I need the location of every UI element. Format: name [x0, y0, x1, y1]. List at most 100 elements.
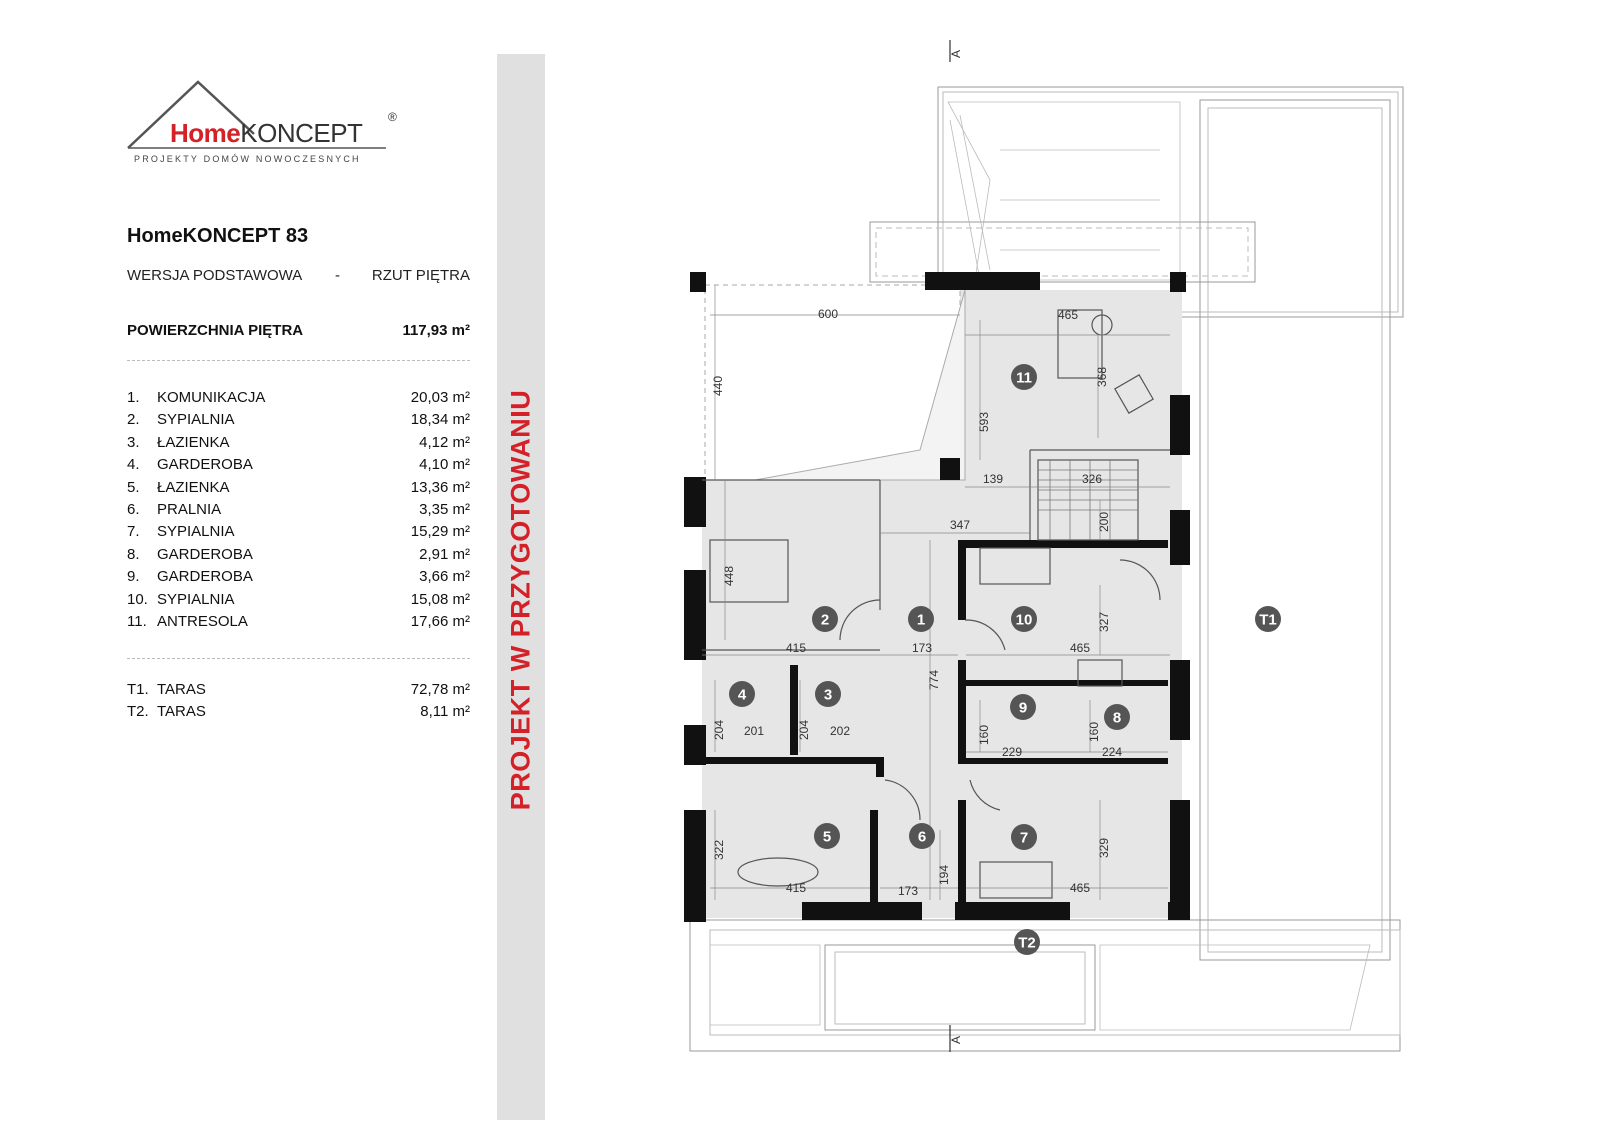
dimension-label: 160	[977, 725, 991, 745]
dimension-label: 368	[1095, 367, 1109, 387]
logo-wordmark: HomeKONCEPT	[170, 118, 363, 148]
dimension-label: 204	[712, 720, 726, 740]
room-badge-circle	[1011, 824, 1037, 850]
dimension-label: 774	[927, 670, 941, 690]
room-row: 3. ŁAZIENKA 4,12 m²	[127, 434, 470, 456]
room-area: 13,36 m²	[410, 478, 470, 496]
view-label: RZUT PIĘTRA	[371, 267, 470, 284]
room-num: 6.	[127, 500, 140, 518]
room-badge-circle	[1010, 694, 1036, 720]
room-num: 5.	[127, 478, 140, 496]
room-row: 8. GARDEROBA 2,91 m²	[127, 546, 470, 568]
terrace-row: T2. TARAS 8,11 m²	[127, 703, 470, 725]
room-name: KOMUNIKACJA	[157, 389, 266, 406]
room-row: 11. ANTRESOLA 17,66 m²	[127, 613, 470, 635]
room-badge-circle	[909, 823, 935, 849]
version-label: WERSJA PODSTAWOWA	[127, 267, 303, 284]
dimension-label: 600	[818, 307, 838, 321]
room-num: 8.	[127, 545, 140, 563]
room-name: ANTRESOLA	[157, 612, 248, 630]
room-num: 1.	[127, 389, 140, 406]
room-area: 4,12 m²	[419, 433, 470, 451]
room-name: PRALNIA	[157, 500, 222, 518]
floor-area-label: POWIERZCHNIA PIĘTRA	[127, 322, 304, 339]
dimension-label: 202	[830, 724, 850, 738]
room-badge-label: 2	[821, 612, 829, 629]
terrace-area: 72,78 m²	[410, 681, 470, 698]
dimension-label: 448	[722, 566, 736, 586]
section-mark-bottom: A	[949, 1036, 963, 1044]
divider	[127, 658, 470, 659]
room-name: ŁAZIENKA	[157, 478, 230, 496]
dimension-label: 465	[1058, 308, 1078, 322]
dimension-label: 200	[1097, 512, 1111, 532]
room-badge-label: T2	[1018, 935, 1036, 952]
room-badge-label: 5	[823, 829, 831, 846]
dimension-label: 229	[1002, 745, 1022, 759]
room-badge-circle	[814, 823, 840, 849]
room-num: 3.	[127, 433, 140, 451]
room-area: 3,35 m²	[419, 500, 470, 518]
room-row: 9. GARDEROBA 3,66 m²	[127, 568, 470, 590]
dimension-label: 160	[1087, 722, 1101, 742]
room-badge-label: 8	[1113, 710, 1121, 727]
room-area: 17,66 m²	[410, 612, 470, 630]
floor-plan: A A 600 440 465 368 593 139 326 347 200 …	[684, 40, 1404, 1052]
dimension-label: 347	[950, 518, 970, 532]
room-name: GARDEROBA	[157, 568, 253, 586]
dimension-label: 173	[912, 641, 932, 655]
room-area: 15,08 m²	[410, 590, 470, 608]
terrace-area: 8,11 m²	[420, 703, 470, 721]
room-area: 3,66 m²	[419, 568, 470, 586]
room-row: 7. SYPIALNIA 15,29 m²	[127, 523, 470, 545]
room-badge-label: 11	[1016, 370, 1032, 387]
room-badge-label: 6	[918, 829, 926, 846]
dimension-label: 415	[786, 641, 806, 655]
room-row: 6. PRALNIA 3,35 m²	[127, 501, 470, 523]
dimension-label: 327	[1097, 612, 1111, 632]
floor-area-value: 117,93 m²	[402, 322, 470, 339]
terrace-num: T1.	[127, 681, 149, 698]
room-badge-label: 7	[1020, 830, 1028, 847]
room-badge-circle	[908, 606, 934, 632]
dimension-labels: 600 440 465 368 593 139 326 347 200 448 …	[711, 307, 1122, 898]
dimension-label: 326	[1082, 472, 1102, 486]
room-num: 4.	[127, 456, 140, 474]
room-name: SYPIALNIA	[157, 411, 235, 429]
dimension-label: 194	[937, 865, 951, 885]
room-num: 11.	[127, 612, 147, 630]
dimension-label: 465	[1070, 881, 1090, 895]
dimension-label: 204	[797, 720, 811, 740]
house-roof-icon	[127, 80, 386, 149]
room-area: 2,91 m²	[419, 545, 470, 563]
project-title: HomeKONCEPT 83	[127, 225, 309, 247]
room-badge-circle	[1011, 606, 1037, 632]
dimension-label: 465	[1070, 641, 1090, 655]
room-badge-circle	[1104, 704, 1130, 730]
terrace-name: TARAS	[157, 703, 206, 721]
room-area: 15,29 m²	[410, 523, 470, 541]
room-name: ŁAZIENKA	[157, 433, 230, 451]
room-name: GARDEROBA	[157, 545, 253, 563]
status-banner-text: PROJEKT W PRZYGOTOWANIU	[505, 389, 536, 811]
divider	[127, 360, 470, 361]
room-badge-label: T1	[1259, 612, 1277, 629]
dimension-label: 173	[898, 884, 918, 898]
room-badge-label: 1	[917, 612, 925, 629]
room-area: 18,34 m²	[410, 411, 470, 429]
dimension-label: 139	[983, 472, 1003, 486]
room-badge-circle	[812, 606, 838, 632]
room-name: SYPIALNIA	[157, 523, 235, 541]
room-num: 7.	[127, 523, 140, 541]
room-num: 9.	[127, 568, 140, 586]
room-badge-label: 10	[1016, 612, 1033, 629]
room-name: GARDEROBA	[157, 456, 253, 474]
terrace-num: T2.	[127, 703, 149, 721]
